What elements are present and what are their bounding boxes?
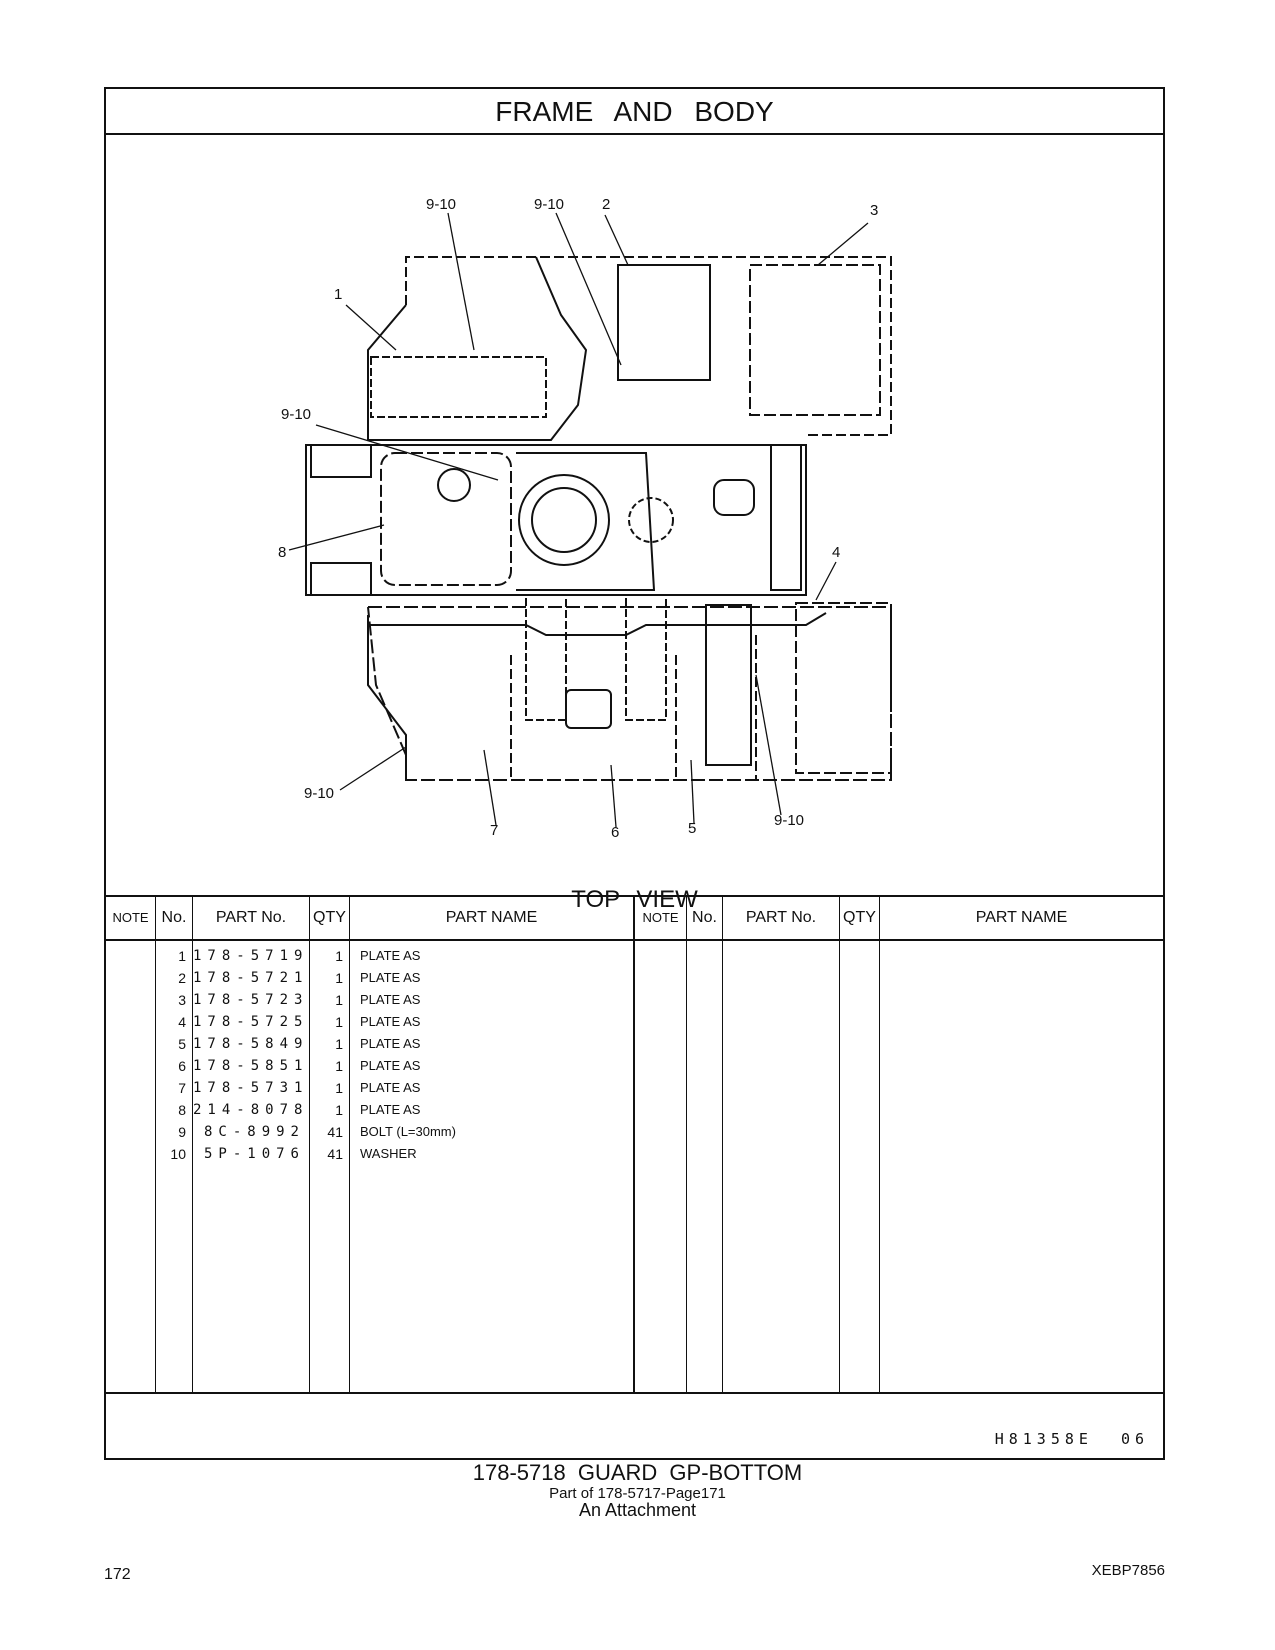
attachment-note: An Attachment — [578, 1500, 697, 1520]
row-4-no: 4 — [178, 1014, 186, 1030]
callout-5: 5 — [688, 820, 696, 837]
row-8-part-no: 214-8078 — [193, 1102, 309, 1118]
row-3-part-no: 178-5723 — [193, 992, 309, 1008]
parts-page-frame: FRAME AND BODY — [104, 87, 1165, 1460]
page-number: 172 — [104, 1566, 131, 1583]
row-10-no: 10 — [170, 1146, 186, 1162]
row-5-part-name: PLATE AS — [360, 1036, 421, 1051]
part-no-column-right: PART No. — [723, 897, 840, 1392]
row-1-part-no: 178-5719 — [193, 948, 309, 964]
row-7-qty: 1 — [335, 1080, 343, 1096]
row-6-part-no: 178-5851 — [193, 1058, 309, 1074]
parts-drawing: 9-10 9-10 2 3 1 9-10 8 4 9-10 7 6 5 9-10 — [106, 135, 1163, 895]
callout-1: 1 — [334, 286, 342, 303]
row-6-part-name: PLATE AS — [360, 1058, 421, 1073]
parent-reference: Part of 178-5717-Page171 — [549, 1485, 726, 1502]
row-3-qty: 1 — [335, 992, 343, 1008]
callout-9-10-top-center: 9-10 — [534, 196, 564, 213]
row-2-part-name: PLATE AS — [360, 970, 421, 985]
illustration-page-code: 06 — [1120, 1430, 1149, 1448]
row-2-no: 2 — [178, 970, 186, 986]
qty-header-right: QTY — [840, 897, 879, 941]
row-1-qty: 1 — [335, 948, 343, 964]
row-8-no: 8 — [178, 1102, 186, 1118]
qty-column: QTY 1 1 1 1 1 1 1 1 41 41 — [310, 897, 350, 1392]
callout-9-10-bottom-left: 9-10 — [304, 785, 334, 802]
row-4-qty: 1 — [335, 1014, 343, 1030]
row-5-qty: 1 — [335, 1036, 343, 1052]
part-no-header: PART No. — [193, 897, 309, 941]
row-1-no: 1 — [178, 948, 186, 964]
no-column: No. 1 2 3 4 5 6 7 8 9 10 — [156, 897, 193, 1392]
note-column: NOTE — [106, 897, 156, 1392]
part-no-column: PART No. 178-5719 178-5721 178-5723 178-… — [193, 897, 310, 1392]
callout-9-10-top-left: 9-10 — [426, 196, 456, 213]
illustration-number: H81358E — [994, 1430, 1093, 1448]
row-2-part-no: 178-5721 — [193, 970, 309, 986]
part-name-header: PART NAME — [350, 897, 633, 941]
row-4-part-name: PLATE AS — [360, 1014, 421, 1029]
row-3-no: 3 — [178, 992, 186, 1008]
note-column-right: NOTE — [635, 897, 687, 1392]
row-9-part-name: BOLT (L=30mm) — [360, 1124, 456, 1139]
no-header-right: No. — [687, 897, 722, 941]
row-9-part-no: 8C-8992 — [203, 1124, 305, 1140]
note-header-right: NOTE — [635, 897, 686, 941]
row-7-no: 7 — [178, 1080, 186, 1096]
row-7-part-name: PLATE AS — [360, 1080, 421, 1095]
row-6-qty: 1 — [335, 1058, 343, 1074]
illustration-footer: H81358E 06 — [106, 1392, 1163, 1458]
no-header: No. — [156, 897, 192, 941]
parts-table: NOTE No. 1 2 3 4 5 6 7 8 9 10 PART No. 1… — [106, 895, 1163, 1392]
row-3-part-name: PLATE AS — [360, 992, 421, 1007]
callout-4: 4 — [832, 544, 840, 561]
part-name-header-right: PART NAME — [880, 897, 1163, 941]
row-6-no: 6 — [178, 1058, 186, 1074]
row-1-part-name: PLATE AS — [360, 948, 421, 963]
page-title: FRAME AND BODY — [106, 89, 1163, 135]
callout-7: 7 — [490, 822, 498, 839]
document-code: XEBP7856 — [1091, 1562, 1165, 1579]
row-7-part-no: 178-5731 — [193, 1080, 309, 1096]
part-name-column-right: PART NAME — [880, 897, 1163, 1392]
no-column-right: No. — [687, 897, 723, 1392]
row-10-part-name: WASHER — [360, 1146, 417, 1161]
group-caption: 178-5718 GUARD GP-BOTTOM — [472, 1460, 803, 1485]
row-8-part-name: PLATE AS — [360, 1102, 421, 1117]
frame-top-view-illustration: 9-10 9-10 2 3 1 9-10 8 4 9-10 7 6 5 9-10 — [278, 196, 892, 841]
callout-6: 6 — [611, 824, 619, 841]
note-header: NOTE — [106, 897, 155, 941]
callout-9-10-bottom-right: 9-10 — [774, 812, 804, 829]
illustration-code: H81358E 06 — [995, 1430, 1149, 1448]
callout-2: 2 — [602, 196, 610, 213]
qty-column-right: QTY — [840, 897, 880, 1392]
callout-8: 8 — [278, 544, 286, 561]
qty-header: QTY — [310, 897, 349, 941]
callout-3: 3 — [870, 202, 878, 219]
row-2-qty: 1 — [335, 970, 343, 986]
row-5-no: 5 — [178, 1036, 186, 1052]
part-no-header-right: PART No. — [723, 897, 839, 941]
part-name-column: PART NAME PLATE AS PLATE AS PLATE AS PLA… — [350, 897, 635, 1392]
row-8-qty: 1 — [335, 1102, 343, 1118]
row-4-part-no: 178-5725 — [193, 1014, 309, 1030]
row-9-qty: 41 — [327, 1124, 343, 1140]
row-10-part-no: 5P-1076 — [203, 1146, 305, 1162]
row-10-qty: 41 — [327, 1146, 343, 1162]
row-9-no: 9 — [178, 1124, 186, 1140]
row-5-part-no: 178-5849 — [193, 1036, 309, 1052]
callout-9-10-left: 9-10 — [281, 406, 311, 423]
